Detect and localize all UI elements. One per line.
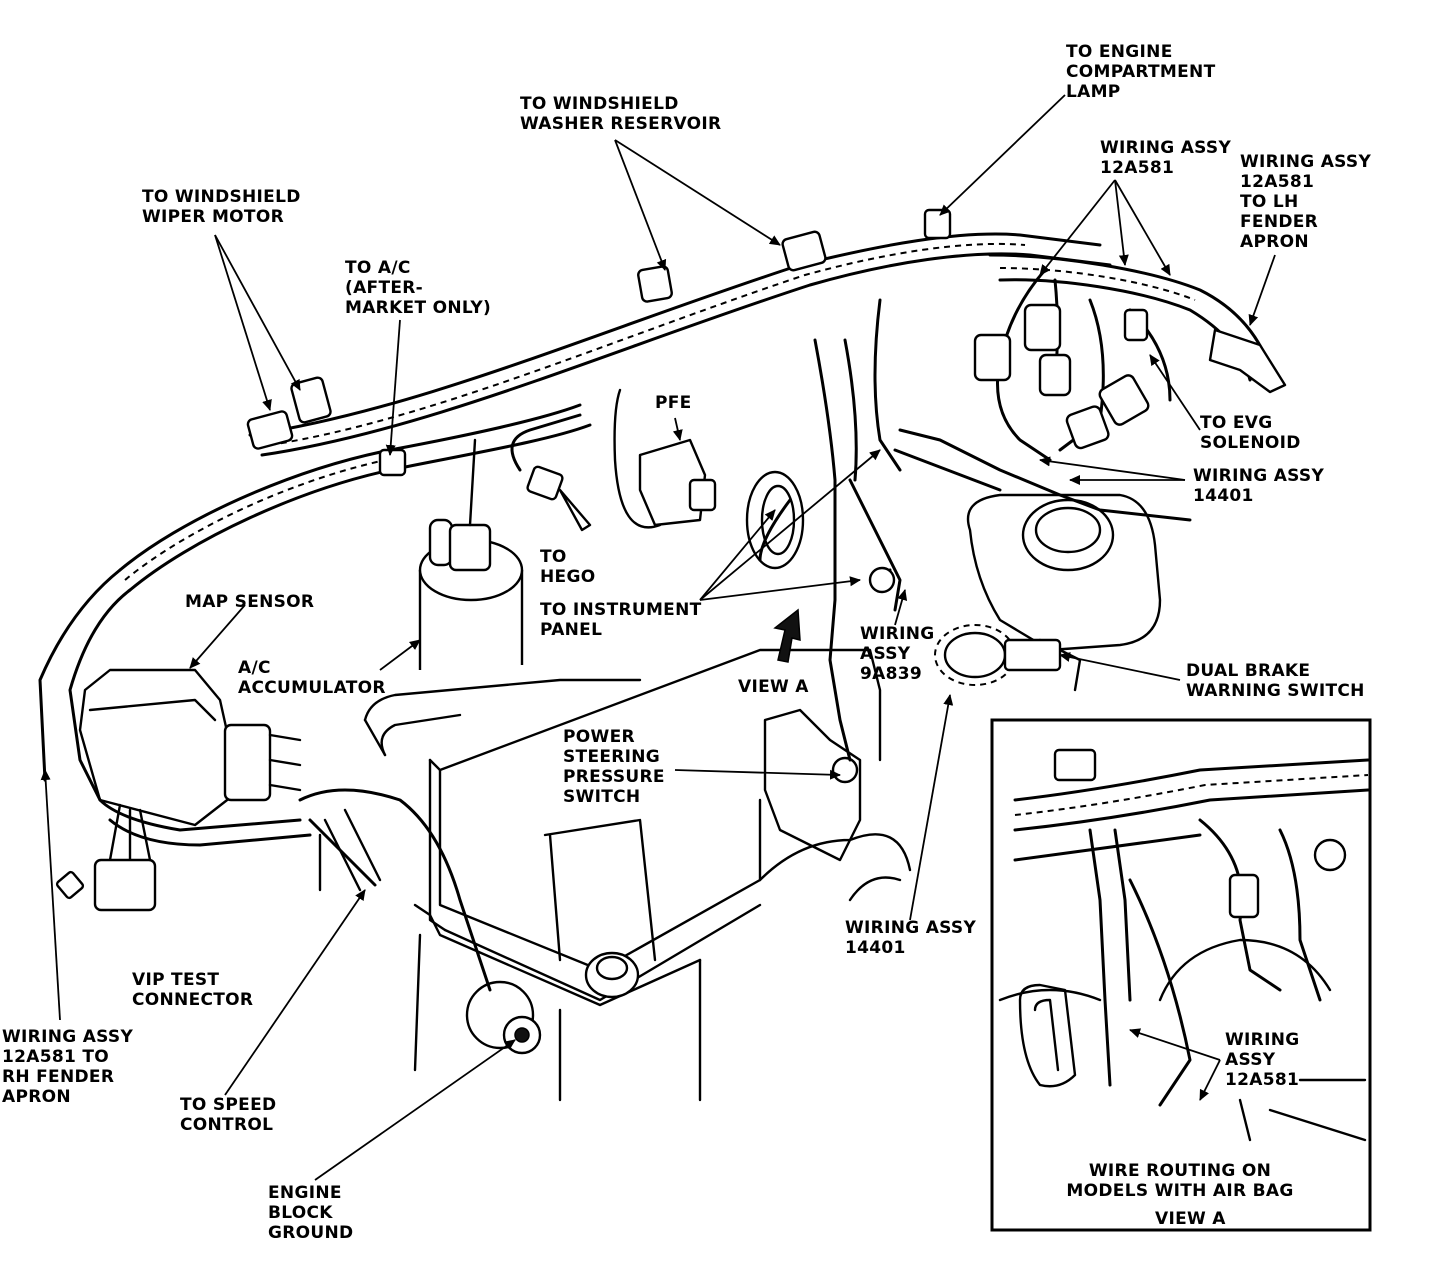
label-power-steering-pressure-switch: POWER STEERING PRESSURE SWITCH xyxy=(563,727,665,807)
vip-test-connector xyxy=(55,803,157,912)
label-inset-view-a: VIEW A xyxy=(1155,1209,1226,1229)
label-map-sensor: MAP SENSOR xyxy=(185,592,315,612)
engine-block-ground-point xyxy=(465,980,542,1055)
label-to-ac-aftermarket: TO A/C (AFTER- MARKET ONLY) xyxy=(345,258,492,318)
label-to-windshield-wiper-motor: TO WINDSHIELD WIPER MOTOR xyxy=(142,187,301,227)
label-inset-wiring-assy-12a581: WIRING ASSY 12A581 xyxy=(1225,1030,1300,1090)
leader-arrows xyxy=(40,94,1276,1181)
dual-brake-warning-switch xyxy=(934,624,1062,686)
label-to-windshield-washer-reservoir: TO WINDSHIELD WASHER RESERVOIR xyxy=(520,94,722,134)
label-wiring-assy-12a581-lh-fender: WIRING ASSY 12A581 TO LH FENDER APRON xyxy=(1240,152,1372,252)
label-to-evg-solenoid: TO EVG SOLENOID xyxy=(1200,413,1301,453)
label-to-speed-control: TO SPEED CONTROL xyxy=(180,1095,277,1135)
map-sensor xyxy=(78,668,302,827)
label-view-a: VIEW A xyxy=(738,677,809,697)
speed-control-lead xyxy=(298,788,492,992)
oil-filler-cap-bolt xyxy=(584,951,640,999)
label-dual-brake-warning-switch: DUAL BRAKE WARNING SWITCH xyxy=(1186,661,1365,701)
label-wiring-assy-12a581-top: WIRING ASSY 12A581 xyxy=(1100,138,1232,178)
label-to-engine-compartment-lamp: TO ENGINE COMPARTMENT LAMP xyxy=(1066,42,1216,102)
power-steering-pump xyxy=(758,708,912,902)
inset-view-a xyxy=(990,718,1372,1232)
view-a-arrow xyxy=(773,608,801,663)
label-ac-accumulator: A/C ACCUMULATOR xyxy=(238,658,386,698)
label-engine-block-ground: ENGINE BLOCK GROUND xyxy=(268,1183,354,1243)
right-connector-cluster xyxy=(973,268,1287,462)
label-wiring-assy-12a581-rh-fender: WIRING ASSY 12A581 TO RH FENDER APRON xyxy=(2,1027,134,1107)
label-wiring-assy-14401-bottom: WIRING ASSY 14401 xyxy=(845,918,977,958)
ac-accumulator xyxy=(418,438,524,670)
label-to-instrument-panel: TO INSTRUMENT PANEL xyxy=(540,600,702,640)
label-vip-test-connector: VIP TEST CONNECTOR xyxy=(132,970,254,1010)
ac-line-tube xyxy=(363,678,642,757)
center-branch-harness xyxy=(758,298,1192,762)
label-wiring-assy-9a839: WIRING ASSY 9A839 xyxy=(860,624,935,684)
pfe-sensor xyxy=(613,388,717,529)
label-inset-caption: WIRE ROUTING ON MODELS WITH AIR BAG xyxy=(1066,1161,1294,1201)
label-pfe: PFE xyxy=(655,393,692,413)
label-to-hego: TO HEGO xyxy=(540,547,596,587)
label-wiring-assy-14401-right: WIRING ASSY 14401 xyxy=(1193,466,1325,506)
brake-fluid-reservoir xyxy=(966,493,1162,692)
top-connectors xyxy=(246,208,952,532)
